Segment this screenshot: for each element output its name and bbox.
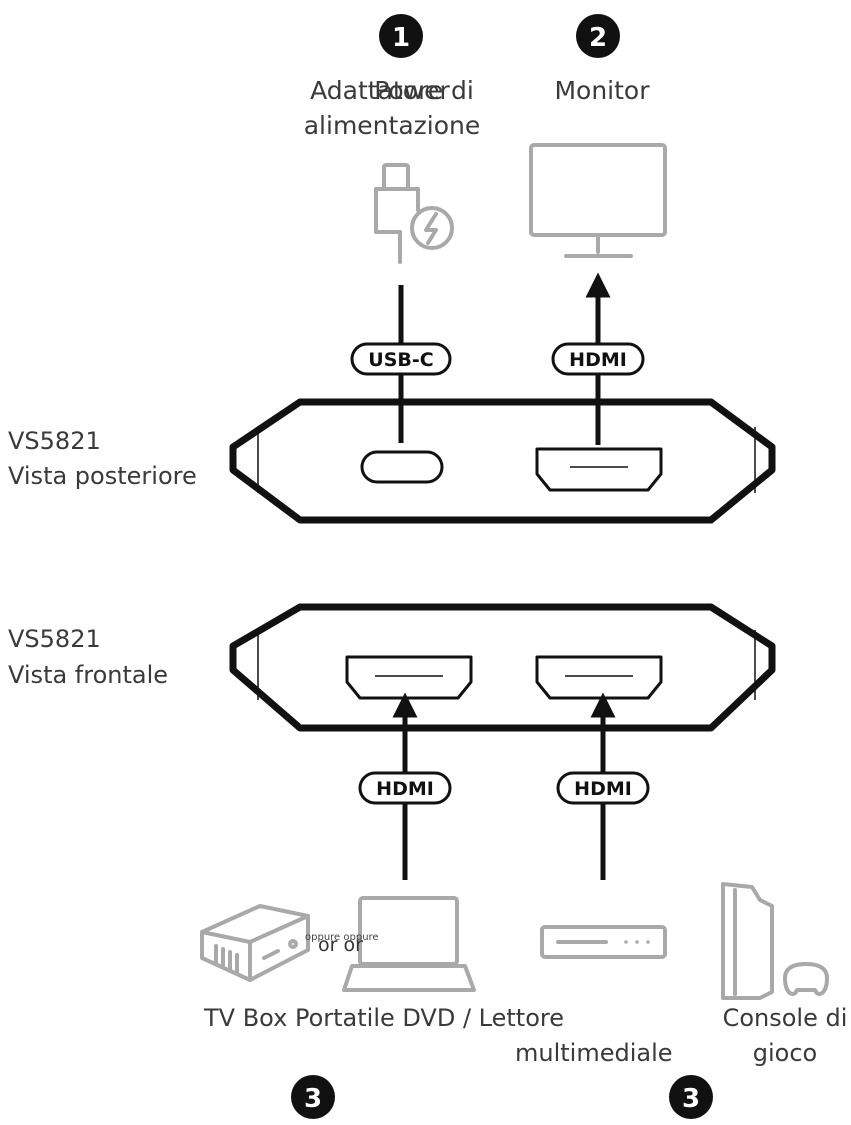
step-1-badge: 1 bbox=[379, 14, 423, 58]
svg-text:3: 3 bbox=[682, 1084, 700, 1114]
game-console-label-line1: Console di bbox=[723, 1004, 848, 1032]
hdmi-output-port bbox=[535, 447, 663, 492]
game-console-icon bbox=[721, 882, 829, 1000]
monitor-icon bbox=[529, 143, 667, 258]
svg-text:USB-C: USB-C bbox=[368, 349, 433, 371]
svg-text:HDMI: HDMI bbox=[376, 778, 434, 800]
or-label-small: oppure oppure bbox=[305, 932, 379, 943]
hdmi-input-badge-1: HDMI bbox=[358, 771, 452, 805]
or-label-large: or or bbox=[318, 934, 363, 956]
media-player-label-line2: multimediale bbox=[515, 1039, 673, 1067]
svg-text:HDMI: HDMI bbox=[569, 349, 627, 371]
usbc-port bbox=[360, 450, 444, 484]
front-view-label: Vista frontale bbox=[8, 661, 168, 689]
hdmi-input-port-2 bbox=[535, 655, 663, 700]
step-2-badge: 2 bbox=[576, 14, 620, 58]
rear-view-label: Vista posteriore bbox=[8, 462, 197, 490]
svg-text:HDMI: HDMI bbox=[574, 778, 632, 800]
source-devices-label: TV Box Portatile DVD / Lettore bbox=[203, 1004, 564, 1032]
svg-text:1: 1 bbox=[392, 23, 410, 53]
svg-text:2: 2 bbox=[589, 23, 607, 53]
usbc-cable-badge: USB-C bbox=[350, 342, 452, 376]
hdmi-input-port-1 bbox=[345, 655, 473, 700]
svg-text:3: 3 bbox=[304, 1084, 322, 1114]
tv-box-icon bbox=[200, 904, 310, 982]
laptop-icon bbox=[342, 896, 476, 992]
game-console-label-line2: gioco bbox=[753, 1039, 817, 1067]
step-3-badge-right: 3 bbox=[669, 1075, 713, 1119]
rear-view-model: VS5821 bbox=[8, 427, 101, 455]
power-adapter-icon bbox=[374, 163, 454, 264]
monitor-label: Monitor bbox=[554, 76, 650, 105]
dvd-player-icon bbox=[540, 925, 667, 959]
power-adapter-label-line2: alimentazione bbox=[304, 111, 481, 140]
power-adapter-label-line1: Adattatore di bbox=[310, 76, 474, 105]
step-3-badge-left: 3 bbox=[291, 1075, 335, 1119]
front-view-device bbox=[229, 603, 776, 732]
power-overlay-label: Power bbox=[374, 76, 450, 105]
rear-view-device bbox=[229, 398, 776, 524]
hdmi-input-badge-2: HDMI bbox=[556, 771, 650, 805]
hdmi-output-badge: HDMI bbox=[551, 342, 645, 376]
front-view-model: VS5821 bbox=[8, 625, 101, 653]
